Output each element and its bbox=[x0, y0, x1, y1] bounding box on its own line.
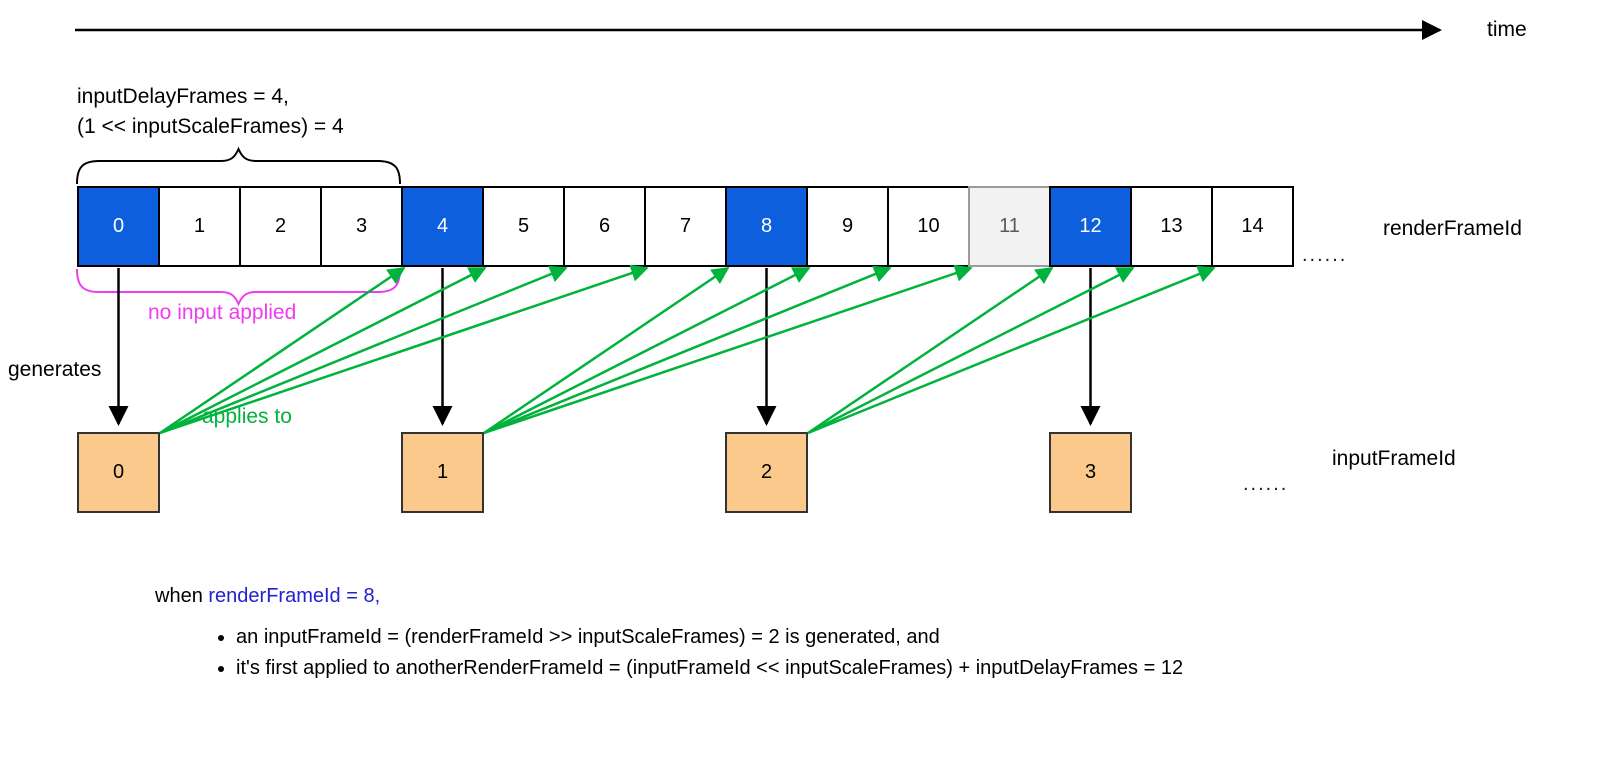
render-frame-box: 4 bbox=[401, 186, 484, 267]
another-render-frame-formula: anotherRenderFrameId = (inputFrameId << … bbox=[395, 657, 1184, 679]
input-frame-box: 1 bbox=[401, 432, 484, 513]
render-row-ellipsis: ...... bbox=[1302, 244, 1348, 266]
applies-to-arrow bbox=[483, 266, 811, 435]
render-frame-box: 11 bbox=[968, 186, 1051, 267]
render-row-label: renderFrameId bbox=[1383, 217, 1522, 240]
applies-to-arrow bbox=[483, 265, 892, 435]
render-frame-box: 1 bbox=[158, 186, 241, 267]
bullet-applied: it's first applied to anotherRenderFrame… bbox=[236, 657, 1183, 680]
generates-label: generates bbox=[8, 358, 102, 381]
when-prefix: when bbox=[155, 585, 209, 607]
when-highlight: renderFrameId = 8, bbox=[208, 585, 381, 607]
render-frame-box: 0 bbox=[77, 186, 160, 267]
input-row-ellipsis: ...... bbox=[1243, 473, 1289, 495]
delay-span-brace bbox=[76, 146, 401, 185]
render-frame-box: 10 bbox=[887, 186, 970, 267]
render-frame-box: 6 bbox=[563, 186, 646, 267]
applies-to-arrow bbox=[483, 264, 973, 435]
render-frame-box: 5 bbox=[482, 186, 565, 267]
applies-to-arrow bbox=[807, 266, 1054, 435]
render-frame-box: 8 bbox=[725, 186, 808, 267]
applies-to-arrow bbox=[807, 266, 1135, 435]
applies-to-label: applies to bbox=[202, 405, 292, 428]
bullet-generated: an inputFrameId = (renderFrameId >> inpu… bbox=[236, 626, 1183, 649]
render-frame-box: 14 bbox=[1211, 186, 1294, 267]
applies-to-arrow bbox=[807, 265, 1216, 435]
render-frame-box: 3 bbox=[320, 186, 403, 267]
render-frame-box: 13 bbox=[1130, 186, 1213, 267]
input-frame-box: 3 bbox=[1049, 432, 1132, 513]
annotation-line-1: inputDelayFrames = 4, bbox=[77, 85, 289, 108]
annotation-line-2: (1 << inputScaleFrames) = 4 bbox=[77, 115, 344, 138]
render-frame-box: 9 bbox=[806, 186, 889, 267]
input-frame-box: 2 bbox=[725, 432, 808, 513]
input-row-label: inputFrameId bbox=[1332, 447, 1456, 470]
explanation-list: an inputFrameId = (renderFrameId >> inpu… bbox=[216, 626, 1183, 688]
input-frame-box: 0 bbox=[77, 432, 160, 513]
applies-to-arrow bbox=[483, 266, 730, 435]
render-frame-box: 12 bbox=[1049, 186, 1132, 267]
no-input-brace bbox=[76, 268, 401, 307]
render-frame-box: 2 bbox=[239, 186, 322, 267]
when-line: when renderFrameId = 8, bbox=[155, 583, 380, 609]
no-input-label: no input applied bbox=[148, 301, 297, 324]
input-frame-formula: inputFrameId = (renderFrameId >> inputSc… bbox=[263, 626, 780, 648]
time-label: time bbox=[1487, 18, 1527, 41]
render-frame-box: 7 bbox=[644, 186, 727, 267]
